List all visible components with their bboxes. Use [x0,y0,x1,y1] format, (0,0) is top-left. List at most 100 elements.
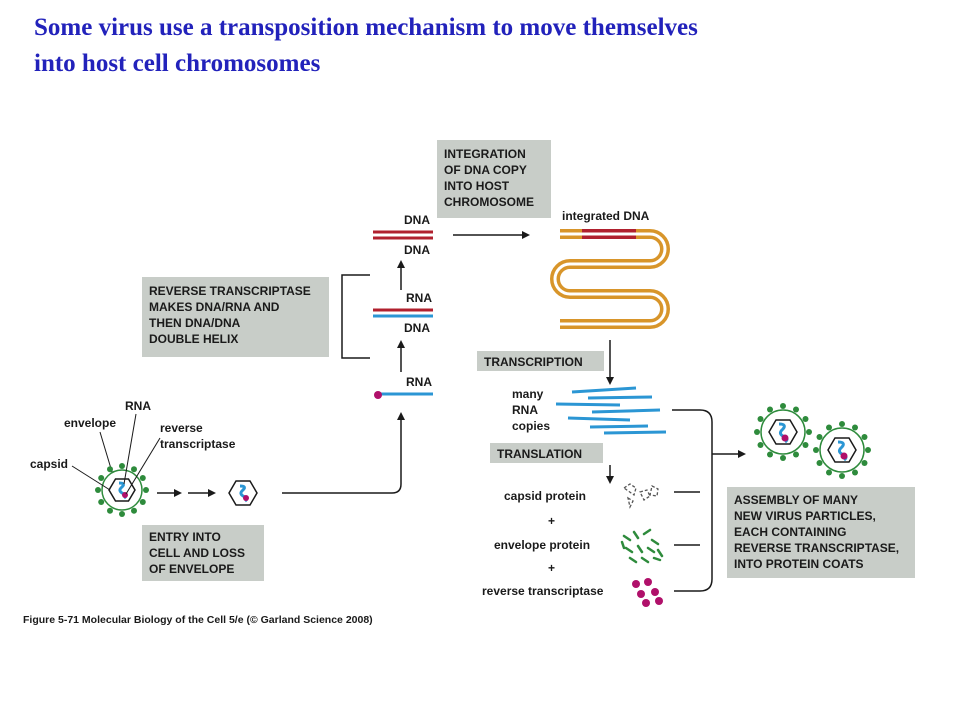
reverse-transcriptase-label: reverse transcriptase [482,584,604,598]
new-virus-particle-1 [760,409,806,455]
capsid-protein-label: capsid protein [504,489,586,503]
envelope-spike [861,434,868,440]
envelope-spike [780,403,786,409]
envelope-spike [780,455,786,461]
reverse-box-line-4: DOUBLE HELIX [149,332,238,346]
integrated-dna-label: integrated DNA [562,209,650,223]
envelope-spike [139,499,146,505]
envelope-spike [107,507,113,514]
envelope-protein-label: envelope protein [494,538,590,552]
envelope-spike [767,406,773,413]
dna-top-label: DNA [404,213,430,227]
reverse-bracket [341,274,370,359]
entry-line-3: OF ENVELOPE [149,562,234,576]
rna-mid-label: RNA [406,291,432,305]
envelope-spike [839,473,845,479]
title-line-2: into host cell chromosomes [34,50,321,77]
integration-line-3: INTO HOST [444,179,510,193]
envelope-spike [802,442,809,448]
entry-box: ENTRY INTO CELL AND LOSS OF ENVELOPE [142,525,264,581]
assembly-line-5: INTO PROTEIN COATS [734,557,864,571]
envelope-spike [754,429,760,435]
envelope-spike [131,466,137,473]
assembly-line-2: NEW VIRUS PARTICLES, [734,509,876,523]
copies-label: copies [512,419,550,433]
envelope-spike [839,421,845,427]
envelope-spike [119,463,125,469]
many-label: many [512,387,544,401]
envelope-spike [131,507,137,514]
envelope-spike [802,416,809,422]
translation-box: TRANSLATION [490,443,603,463]
assembly-line-3: EACH CONTAINING [734,525,846,539]
envelope-protein-cluster [620,528,664,564]
capsid-protein-fragments [622,483,659,509]
envelope-spike [852,424,858,431]
transcription-box: TRANSCRIPTION [477,351,604,371]
envelope-spike [826,424,832,431]
envelope-spike [757,416,764,422]
rna-label: RNA [512,403,538,417]
integration-box: INTEGRATION OF DNA COPY INTO HOST CHROMO… [437,140,551,218]
dna-mid-label: DNA [404,321,430,335]
envelope-spike [757,442,764,448]
transcription-label: TRANSCRIPTION [484,355,583,369]
integration-line-2: OF DNA COPY [444,163,527,177]
virion-rna-label: RNA [125,399,151,413]
rna-single-label: RNA [406,375,432,389]
uncoated-capsid [228,480,258,506]
reverse-box-line-3: THEN DNA/DNA [149,316,241,330]
virion-rt-label-1: reverse [160,421,203,435]
envelope-spike [767,451,773,458]
envelope-spike [813,447,819,453]
assembly-box: ASSEMBLY OF MANY NEW VIRUS PARTICLES, EA… [727,487,915,578]
virion-leader-lines [71,413,161,495]
assembly-line-1: ASSEMBLY OF MANY [734,493,858,507]
envelope-spike [806,429,812,435]
envelope-spike [143,487,149,493]
envelope-spike [793,406,799,413]
plus-2: + [548,561,555,575]
envelope-spike [826,469,832,476]
infecting-virion [101,469,143,511]
envelope-spikes [95,403,871,517]
new-virus-particle-2 [819,427,865,473]
dna-dna-double-helix: DNA DNA [373,213,433,257]
plus-1: + [548,514,555,528]
integration-line-4: CHROMOSOME [444,195,534,209]
dna-rna-hybrid: RNA DNA [373,291,433,335]
reverse-transcriptase-box: REVERSE TRANSCRIPTASE MAKES DNA/RNA AND … [142,277,329,357]
envelope-spike [107,466,113,473]
arrow-capsid-to-rna [282,412,405,494]
translation-label: TRANSLATION [497,447,582,461]
slide-title: Some virus use a transposition mechanism… [34,10,934,82]
figure-caption: Figure 5-71 Molecular Biology of the Cel… [23,614,373,626]
title-line-1: Some virus use a transposition mechanism… [34,14,698,41]
virion-capsid-label: capsid [30,457,68,471]
rna-copies [555,386,667,435]
assembly-line-4: REVERSE TRANSCRIPTASE, [734,541,899,555]
envelope-spike [98,499,105,505]
integration-line-1: INTEGRATION [444,147,526,161]
reverse-transcriptase-dots [632,578,663,607]
envelope-spike [793,451,799,458]
reverse-box-line-2: MAKES DNA/RNA AND [149,300,280,314]
envelope-spike [95,487,101,493]
assembly-bracket [672,409,746,592]
virion-envelope-label: envelope [64,416,116,430]
dna-bottom-label: DNA [404,243,430,257]
reverse-box-line-1: REVERSE TRANSCRIPTASE [149,284,311,298]
entry-line-1: ENTRY INTO [149,530,221,544]
envelope-spike [861,460,868,466]
entry-line-2: CELL AND LOSS [149,546,245,560]
reverse-transcriptase-dot [374,391,382,399]
envelope-spike [816,434,823,440]
envelope-spike [852,469,858,476]
envelope-spike [865,447,871,453]
virion-rt-label-2: transcriptase [160,437,236,451]
envelope-spike [119,511,125,517]
envelope-spike [98,475,105,481]
envelope-spike [139,475,146,481]
envelope-spike [816,460,823,466]
